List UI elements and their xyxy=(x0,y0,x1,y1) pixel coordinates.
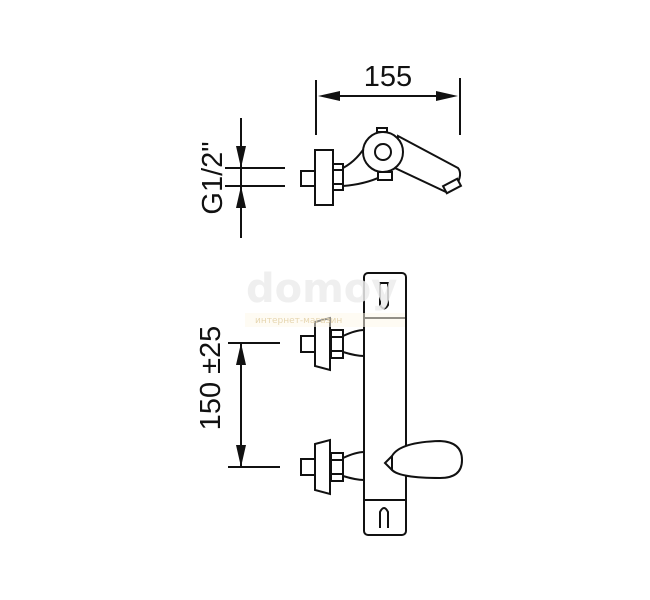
arrow-up-icon xyxy=(236,343,246,365)
arrow-left-icon xyxy=(318,91,340,101)
top-view-faucet xyxy=(300,127,463,206)
temperature-mark-icon xyxy=(379,282,389,310)
top-view: 155 G1/2" xyxy=(197,61,463,238)
watermark-tagline: интернет-магазин xyxy=(255,316,342,326)
faucet-body xyxy=(363,272,407,536)
watermark-tagline-band xyxy=(245,313,405,327)
arrow-down-icon xyxy=(236,146,246,168)
lower-connector xyxy=(300,438,365,496)
valve-mark-icon xyxy=(379,507,389,528)
spout xyxy=(383,439,464,480)
spacing-dimension-label: 150 ±25 xyxy=(195,326,227,431)
arrow-right-icon xyxy=(436,91,458,101)
arrow-down-icon xyxy=(236,445,246,467)
width-dimension-label: 155 xyxy=(364,61,412,93)
thread-dimension-label: G1/2" xyxy=(197,141,229,214)
watermark: domoy интернет-магазин xyxy=(245,266,405,327)
watermark-brand: domoy xyxy=(246,266,397,312)
front-view: 150 ±25 xyxy=(195,272,464,536)
arrow-up-icon xyxy=(236,186,246,208)
